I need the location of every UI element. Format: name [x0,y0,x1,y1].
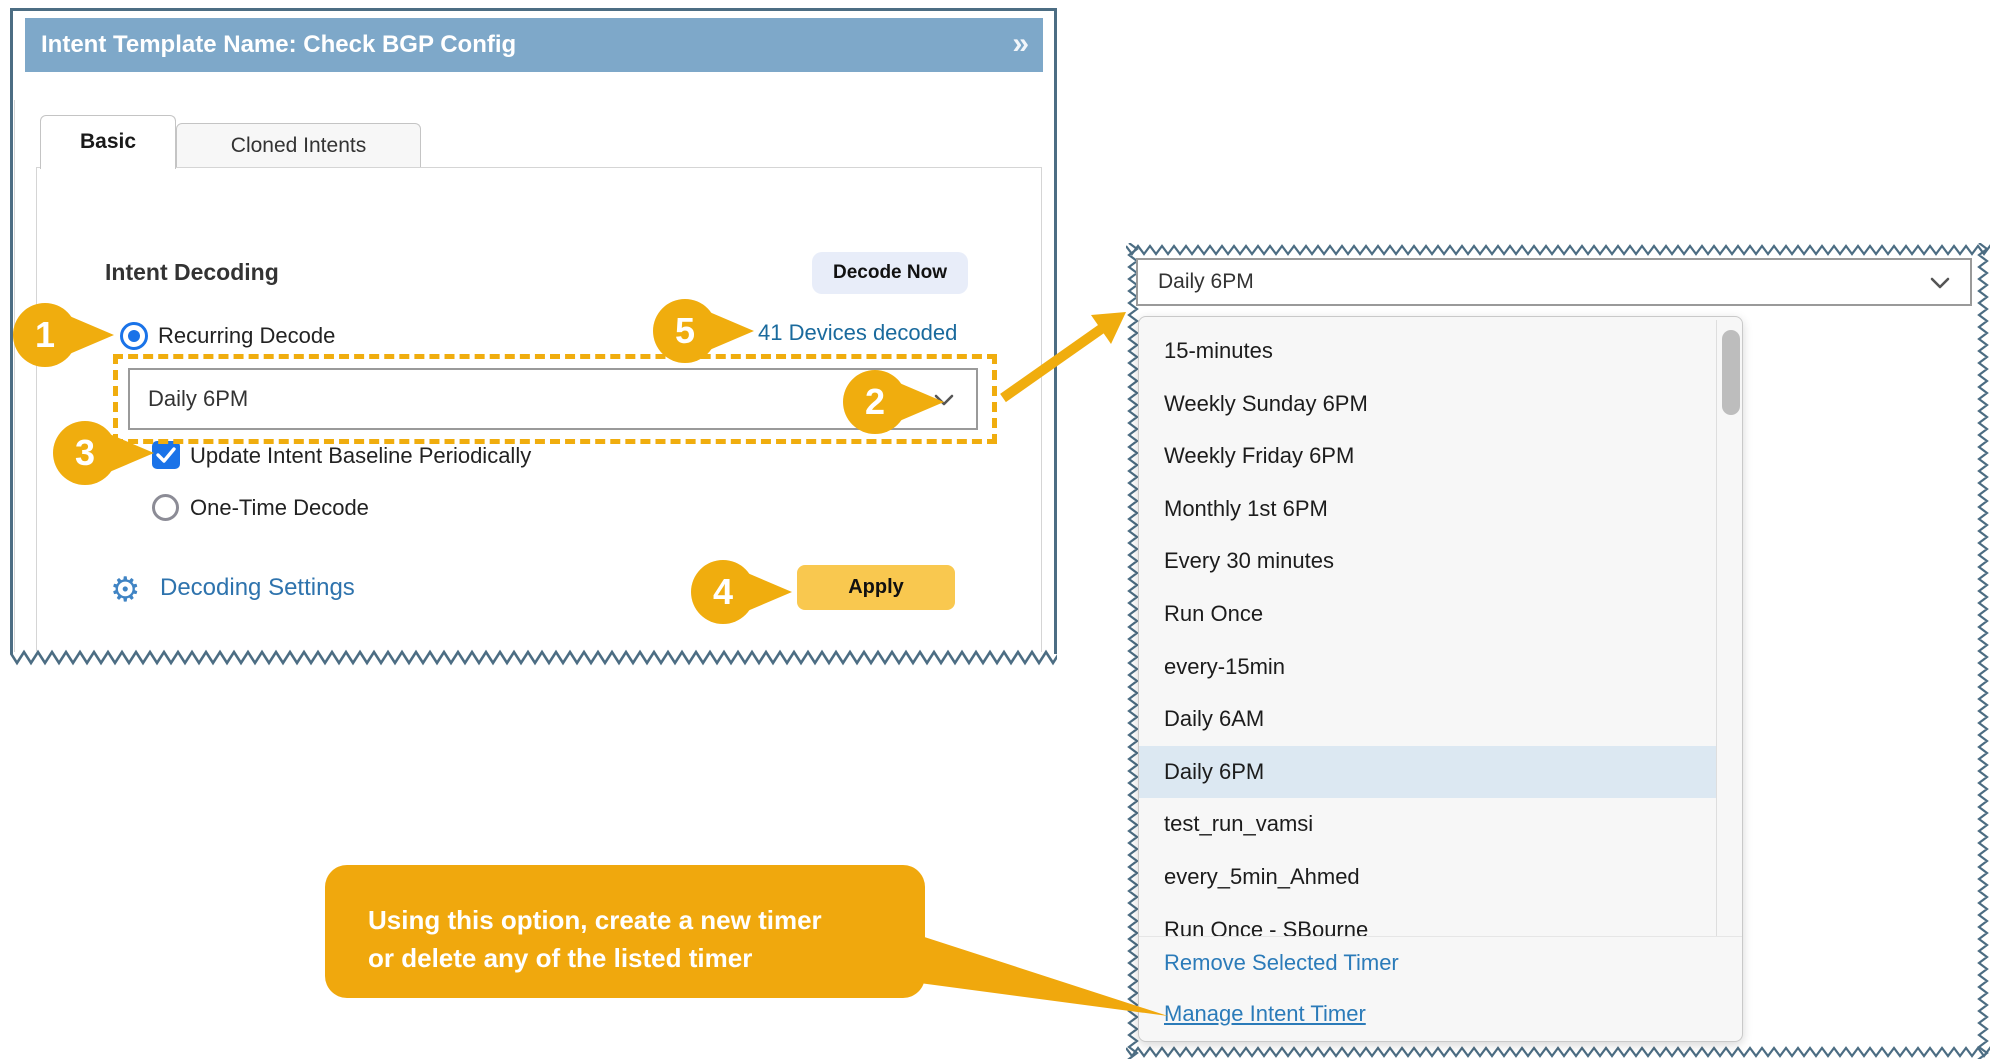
timer-option[interactable]: every-15min [1164,653,1286,679]
intent-template-panel [10,8,1057,654]
right-panel-torn-edge [1125,243,1997,257]
timer-option[interactable]: Weekly Friday 6PM [1164,443,1355,469]
timer-select-value: Daily 6PM [1158,270,1254,293]
bubble-tail [912,933,1168,1016]
annotation-text: or delete any of the listed timer [368,943,753,973]
timer-select-expanded[interactable]: Daily 6PM [1136,258,1972,306]
remove-selected-timer-link[interactable]: Remove Selected Timer [1164,950,1399,975]
timer-option[interactable]: Weekly Sunday 6PM [1164,390,1368,416]
timer-option[interactable]: Monthly 1st 6PM [1164,495,1328,521]
timer-select-value: Daily 6PM [148,386,249,411]
tab-basic[interactable]: Basic [40,115,176,169]
annotation-text: Using this option, create a new timer [368,905,822,935]
callout-dashed-highlight [113,354,997,444]
update-baseline-checkbox[interactable] [152,441,180,469]
radio-selected-dot [128,330,140,342]
timer-option[interactable]: Run Once [1164,601,1264,626]
one-time-decode-radio[interactable] [152,494,179,521]
callout-arrow-head [1091,312,1126,344]
checkmark-icon [156,447,176,463]
right-panel-torn-edge [1125,1045,1997,1059]
one-time-decode-label: One-Time Decode [190,495,369,520]
recurring-decode-radio[interactable] [120,322,148,350]
scrollbar-thumb[interactable] [1722,330,1740,415]
timer-option[interactable]: Daily 6AM [1164,706,1265,732]
card-border-line [14,100,15,652]
panel-title: Intent Template Name: Check BGP Config [41,31,517,58]
recurring-decode-label: Recurring Decode [158,323,336,348]
manage-intent-timer-link[interactable]: Manage Intent Timer [1164,1001,1366,1026]
timer-option[interactable]: every_5min_Ahmed [1164,864,1360,889]
card-border-line [1041,167,1042,652]
collapse-chevrons-icon[interactable]: » [1012,27,1029,60]
intent-decoding-heading: Intent Decoding [105,259,279,285]
gear-icon[interactable]: ⚙ [110,571,141,609]
devices-decoded-link[interactable]: 41 Devices decoded [758,320,958,345]
timer-option[interactable]: test_run_vamsi [1164,811,1314,837]
card-border-line [36,167,1042,168]
right-panel-torn-edge [1976,242,1990,1064]
decode-now-button[interactable]: Decode Now [812,252,968,294]
list-separator [1139,936,1742,937]
timer-option[interactable]: Run Once - SBourne [1164,916,1369,936]
scrollbar-track [1716,320,1717,936]
annotation-bubble: Using this option, create a new timer or… [325,865,925,998]
decoding-settings-link[interactable]: Decoding Settings [160,574,355,601]
panel-header: Intent Template Name: Check BGP Config » [25,18,1043,72]
timer-option-selected[interactable]: Daily 6PM [1139,745,1716,799]
timer-option[interactable]: Every 30 minutes [1164,548,1334,574]
chevron-down-icon [1930,277,1950,289]
timer-option[interactable]: 15-minutes [1164,338,1273,363]
apply-button[interactable]: Apply [797,565,955,610]
update-baseline-label: Update Intent Baseline Periodically [190,443,532,468]
tab-cloned-intents[interactable]: Cloned Intents [176,123,421,167]
card-border-line [36,167,37,652]
